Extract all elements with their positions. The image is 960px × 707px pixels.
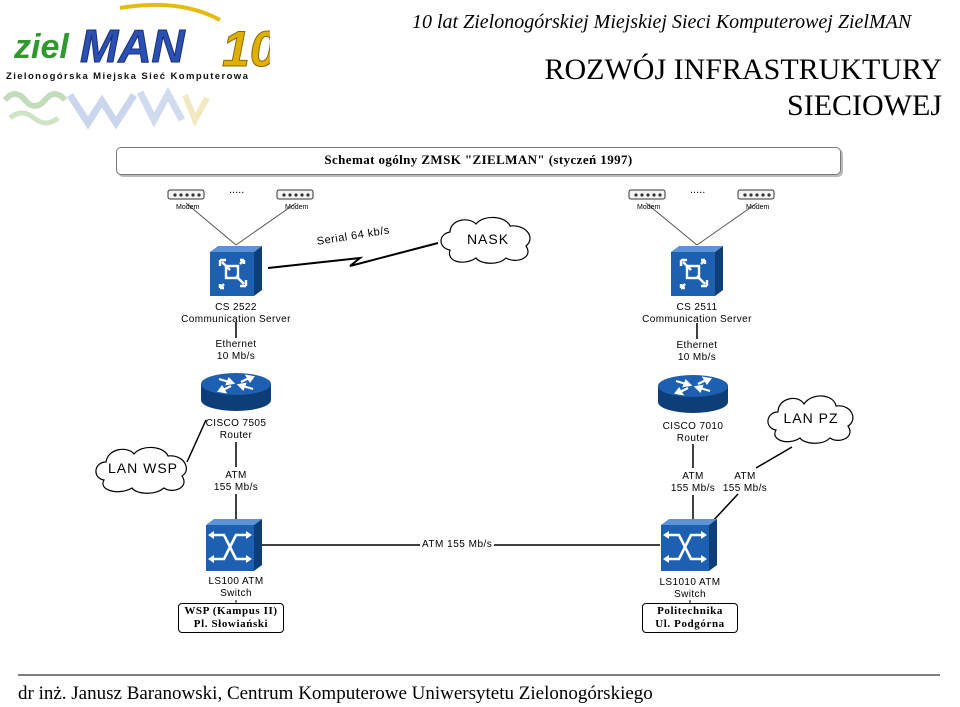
left-atm-label: ATM (225, 470, 247, 481)
right-atm2-label: ATM (734, 471, 756, 482)
right-ethernet-speed: 10 Mb/s (677, 352, 717, 363)
politechnika-site-address: Ul. Podgórna (655, 618, 725, 630)
left-ethernet-label: Ethernet (215, 339, 257, 350)
right-atm2-speed: 155 Mb/s (722, 483, 768, 494)
right-switch-model: LS1010 ATM (659, 577, 721, 588)
logo-tagline: Zielonogórska Miejska Sieć Komputerowa (6, 71, 249, 82)
politechnika-site-name: Politechnika (657, 605, 723, 617)
right-server-type: Communication Server (642, 314, 752, 325)
modem-label: Modem (285, 204, 309, 211)
slide-title-line1: ROZWÓJ INFRASTRUKTURY (544, 53, 942, 86)
right-ethernet-label: Ethernet (676, 340, 718, 351)
left-server-type: Communication Server (181, 314, 291, 325)
lan-wsp-label: LAN WSP (107, 460, 178, 476)
modem-label: Modem (637, 204, 661, 211)
left-atm-speed: 155 Mb/s (213, 482, 259, 493)
politechnika-site-box: Politechnika Ul. Podgórna (642, 603, 738, 633)
modem-icon (276, 189, 314, 200)
slide-title-line2: SIECIOWEJ (787, 89, 942, 122)
lan-pz-label: LAN PZ (783, 410, 839, 426)
right-router-model: CISCO 7010 (662, 421, 724, 432)
communication-server-icon (210, 246, 262, 296)
modem-icon (737, 189, 775, 200)
schema-title: Schemat ogólny ZMSK "ZIELMAN" (styczeń 1… (324, 152, 633, 167)
backbone-atm-label: ATM 155 Mb/s (420, 539, 495, 550)
lan-wsp-cloud (95, 446, 187, 494)
modem-ellipsis: ..... (229, 184, 245, 196)
right-atm-speed: 155 Mb/s (670, 483, 716, 494)
left-ethernet-speed: 10 Mb/s (216, 351, 256, 362)
lan-pz-cloud (767, 395, 854, 444)
right-atm-label: ATM (682, 471, 704, 482)
modem-icon (167, 189, 205, 200)
wsp-site-name: WSP (Kampus II) (184, 605, 278, 617)
logo-10-text: 10 (222, 21, 270, 77)
right-server-name: CS 2511 (676, 302, 718, 313)
nask-label: NASK (466, 231, 510, 247)
schema-title-box (116, 147, 841, 175)
communication-server-icon (671, 246, 723, 296)
modem-icon (628, 189, 666, 200)
wsp-site-box: WSP (Kampus II) Pl. Słowiański (178, 603, 284, 633)
wsp-site-address: Pl. Słowiański (193, 618, 269, 630)
left-switch-model: LS100 ATM (208, 576, 264, 587)
footer-author: dr inż. Janusz Baranowski, Centrum Kompu… (18, 683, 653, 704)
atm-switch-icon (661, 519, 717, 571)
left-router-model: CISCO 7505 (205, 418, 267, 429)
modem-label: Modem (176, 204, 200, 211)
right-router-type: Router (676, 433, 710, 444)
left-server-name: CS 2522 (215, 302, 257, 313)
atm-switch-icon (206, 519, 262, 571)
header-top-title: 10 lat Zielonogórskiej Miejskiej Sieci K… (412, 11, 912, 33)
logo-ziel-text: ziel (13, 28, 70, 66)
nask-cloud (440, 216, 531, 264)
left-switch-type: Switch (220, 588, 252, 599)
right-switch-type: Switch (674, 589, 706, 600)
router-icon (201, 373, 271, 411)
logo-man-text: MAN (80, 20, 186, 72)
modem-label: Modem (746, 204, 770, 211)
modem-ellipsis: ..... (690, 184, 706, 196)
left-router-type: Router (219, 430, 253, 441)
zielman-logo: ziel MAN 10 Zielonogórska Miejska Sieć K… (0, 0, 278, 140)
router-icon (658, 375, 728, 413)
